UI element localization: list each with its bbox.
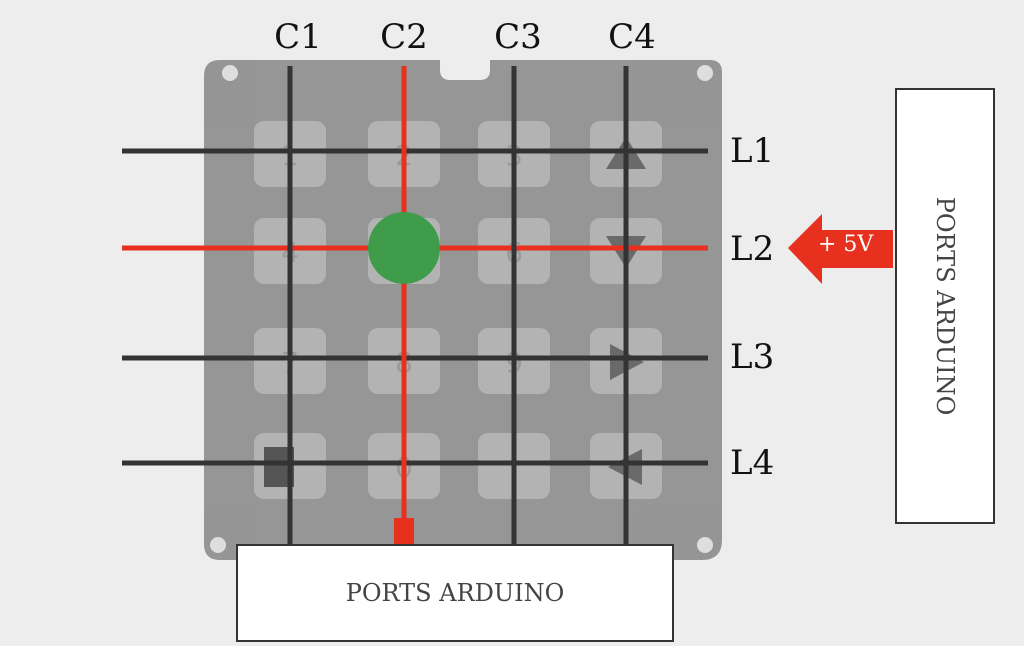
- arrow-shaft: [394, 518, 414, 548]
- voltage-label: + 5V: [818, 232, 874, 257]
- column-label-c1: C1: [274, 17, 322, 57]
- row-label-l1: L1: [730, 131, 775, 171]
- arduino-port-bottom: PORTS ARDUINO: [236, 544, 674, 642]
- column-label-c4: C4: [608, 17, 656, 57]
- arduino-port-right-label: PORTS ARDUINO: [931, 196, 959, 416]
- row-label-l3: L3: [730, 337, 775, 377]
- row-label-l4: L4: [730, 443, 775, 483]
- arduino-port-right: PORTS ARDUINO: [895, 88, 995, 524]
- left-arrow-from-port: [788, 214, 893, 284]
- column-label-c2: C2: [380, 17, 428, 57]
- voltage-arrow: [788, 214, 893, 284]
- arduino-port-bottom-label: PORTS ARDUINO: [345, 579, 565, 607]
- column-label-c3: C3: [494, 17, 542, 57]
- keypad-body: [204, 60, 722, 560]
- row-label-l2: L2: [730, 229, 775, 269]
- press-point: [368, 212, 440, 284]
